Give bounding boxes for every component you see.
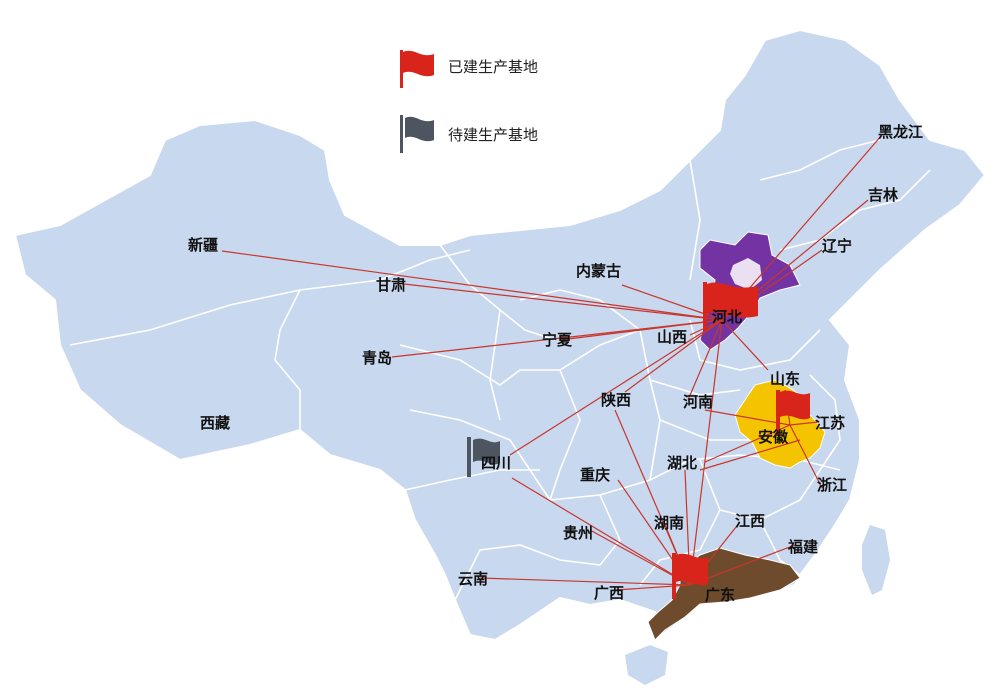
label-liaoning: 辽宁	[822, 237, 852, 255]
label-shanxi: 山西	[657, 328, 687, 346]
built-base-flag-anhui[interactable]	[776, 390, 810, 436]
label-yunnan: 云南	[458, 570, 488, 588]
built-base-flag-guangdong[interactable]	[672, 553, 708, 599]
label-anhui: 安徽	[758, 428, 789, 446]
connector-yunnan-guangdong	[479, 577, 691, 586]
connector-guangxi-guangdong	[614, 584, 691, 591]
connector-hubei-anhui	[704, 424, 791, 463]
province-labels: 新疆 甘肃 青岛 西藏 内蒙古 宁夏 山西 河北 黑龙江 吉林 辽宁 山东 陕西…	[188, 123, 923, 604]
built-flag-legend-icon	[400, 50, 434, 88]
beijing-tianjin-inner-area	[730, 258, 762, 290]
label-jiangxi: 江西	[735, 512, 765, 530]
label-guangdong: 广东	[705, 586, 735, 604]
connector-shandong-hebei	[721, 319, 769, 371]
label-shandong: 山东	[770, 370, 800, 388]
legend-planned-label: 待建生产基地	[448, 126, 538, 144]
label-xizang: 西藏	[200, 414, 230, 432]
label-jiangsu: 江苏	[815, 414, 845, 432]
label-sichuan: 四川	[481, 454, 511, 472]
label-fujian: 福建	[787, 538, 819, 556]
label-zhejiang: 浙江	[817, 476, 847, 494]
province-borders	[69, 139, 931, 601]
connector-gansu-hebei	[394, 282, 723, 321]
planned-base-flag-sichuan[interactable]	[467, 437, 500, 477]
label-guizhou: 贵州	[563, 524, 593, 542]
china-landmass	[13, 28, 987, 642]
planned-flag-legend-icon	[400, 115, 434, 153]
legend-built-label: 已建生产基地	[448, 58, 538, 76]
connector-shaanxi-hebei	[624, 319, 723, 393]
label-heilongjiang: 黑龙江	[878, 123, 923, 141]
connector-guangdong-hebei	[689, 319, 723, 586]
label-ningxia: 宁夏	[542, 331, 573, 349]
label-guangxi: 广西	[594, 584, 624, 602]
label-gansu: 甘肃	[376, 276, 406, 294]
label-chongqing: 重庆	[580, 466, 610, 484]
connector-hubei-anhui-2	[699, 439, 801, 471]
label-hunan: 湖南	[654, 514, 684, 532]
legend: 已建生产基地 待建生产基地	[400, 50, 538, 153]
label-xinjiang: 新疆	[188, 236, 218, 254]
connector-ningxia-hebei	[559, 319, 723, 341]
connector-henan-anhui	[704, 409, 791, 426]
connector-sichuan-hebei	[509, 319, 723, 456]
label-hubei: 湖北	[667, 454, 697, 472]
built-base-flag-hebei[interactable]	[703, 282, 758, 330]
connector-henan-hebei	[687, 319, 723, 401]
connector-sichuan-guangdong	[511, 477, 691, 586]
connector-jiangsu-anhui	[789, 421, 819, 426]
hainan-island	[625, 645, 668, 685]
taiwan-island	[862, 525, 890, 595]
connector-xinjiang-hebei	[221, 250, 723, 321]
connector-qinghai-hebei	[391, 319, 723, 358]
connector-zhejiang-anhui	[789, 424, 823, 489]
label-henan: 河南	[683, 393, 713, 411]
label-shaanxi: 陕西	[601, 391, 631, 409]
label-qinghai: 青岛	[362, 349, 392, 367]
label-hebei: 河北	[712, 308, 742, 326]
label-jilin: 吉林	[868, 186, 899, 204]
label-neimenggu: 内蒙古	[576, 262, 621, 280]
